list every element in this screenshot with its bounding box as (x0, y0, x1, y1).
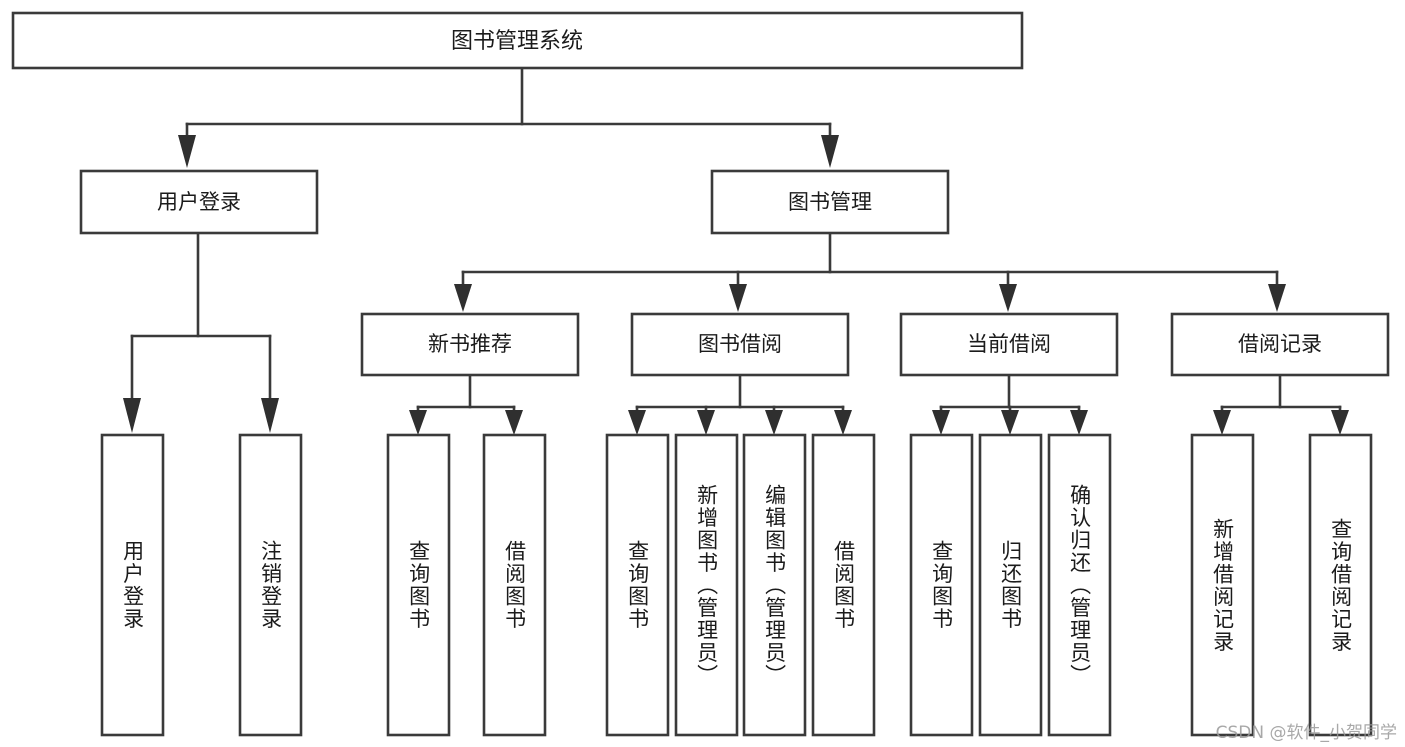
leaf-query-book-2-box[interactable] (605, 433, 670, 737)
leaf-edit-book-box[interactable] (742, 433, 807, 737)
arrow-leaf-return-book (1001, 410, 1019, 435)
arrow-book-borrow (729, 284, 747, 312)
arrow-leaf-query-book-2 (628, 410, 646, 435)
node-user-login-box (79, 169, 319, 235)
leaf-query-book-3-box[interactable] (909, 433, 974, 737)
arrow-to-user-login (178, 135, 196, 168)
node-root-box (11, 11, 1024, 70)
arrow-leaf-edit-book (765, 410, 783, 435)
arrow-new-book-recommend (454, 284, 472, 312)
node-current-borrow[interactable]: 当前借阅 (899, 312, 1119, 377)
leaf-boxes (100, 433, 1373, 737)
connectors-new-book-recommend-to-leaves (409, 373, 523, 435)
arrow-leaf-user-login (123, 398, 141, 433)
node-book-manage[interactable]: 图书管理 (710, 169, 950, 235)
arrow-leaf-add-record (1213, 410, 1231, 435)
connectors-borrow-record-to-leaves (1213, 373, 1349, 435)
node-borrow-record[interactable]: 借阅记录 (1170, 312, 1390, 377)
arrow-leaf-confirm-return (1070, 410, 1088, 435)
leaf-return-book-box[interactable] (978, 433, 1043, 737)
node-book-manage-label: 图书管理 (788, 190, 872, 214)
leaf-query-record-box[interactable] (1308, 433, 1373, 737)
node-current-borrow-box (899, 312, 1119, 377)
leaf-user-login-box[interactable] (100, 433, 165, 737)
connectors-current-borrow-to-leaves (932, 373, 1088, 435)
node-new-book-recommend-box (360, 312, 580, 377)
connectors-book-borrow-to-leaves (628, 373, 852, 435)
connectors-book-manage-to-level3 (454, 231, 1286, 312)
leaf-logout-box[interactable] (238, 433, 303, 737)
arrow-current-borrow (999, 284, 1017, 312)
arrow-leaf-query-record (1331, 410, 1349, 435)
node-user-login[interactable]: 用户登录 (79, 169, 319, 235)
arrow-leaf-query-book-1 (409, 410, 427, 435)
connectors-user-login-to-leaves (123, 231, 279, 433)
node-book-borrow-label: 图书借阅 (698, 332, 782, 356)
node-root-label: 图书管理系统 (451, 29, 583, 54)
leaf-add-book-box[interactable] (674, 433, 739, 737)
arrow-leaf-logout (261, 398, 279, 433)
node-root[interactable]: 图书管理系统 (11, 11, 1024, 70)
connectors-root-to-level2 (178, 66, 839, 168)
node-borrow-record-label: 借阅记录 (1238, 332, 1322, 356)
leaf-borrow-book-2-box[interactable] (811, 433, 876, 737)
arrow-leaf-borrow-book-2 (834, 410, 852, 435)
arrow-leaf-add-book (697, 410, 715, 435)
node-current-borrow-label: 当前借阅 (967, 332, 1051, 356)
node-user-login-label: 用户登录 (157, 190, 241, 214)
node-book-borrow-box (630, 312, 850, 377)
node-new-book-recommend-label: 新书推荐 (428, 332, 512, 356)
watermark: CSDN @软件_小贺同学 (1215, 723, 1397, 743)
leaf-borrow-book-1-box[interactable] (482, 433, 547, 737)
node-book-manage-box (710, 169, 950, 235)
leaf-query-book-1-box[interactable] (386, 433, 451, 737)
arrow-leaf-query-book-3 (932, 410, 950, 435)
node-book-borrow[interactable]: 图书借阅 (630, 312, 850, 377)
arrow-borrow-record (1268, 284, 1286, 312)
arrow-to-book-manage (821, 135, 839, 168)
arrow-leaf-borrow-book-1 (505, 410, 523, 435)
leaf-confirm-return-box[interactable] (1047, 433, 1112, 737)
leaf-add-record-box[interactable] (1190, 433, 1255, 737)
node-borrow-record-box (1170, 312, 1390, 377)
node-new-book-recommend[interactable]: 新书推荐 (360, 312, 580, 377)
